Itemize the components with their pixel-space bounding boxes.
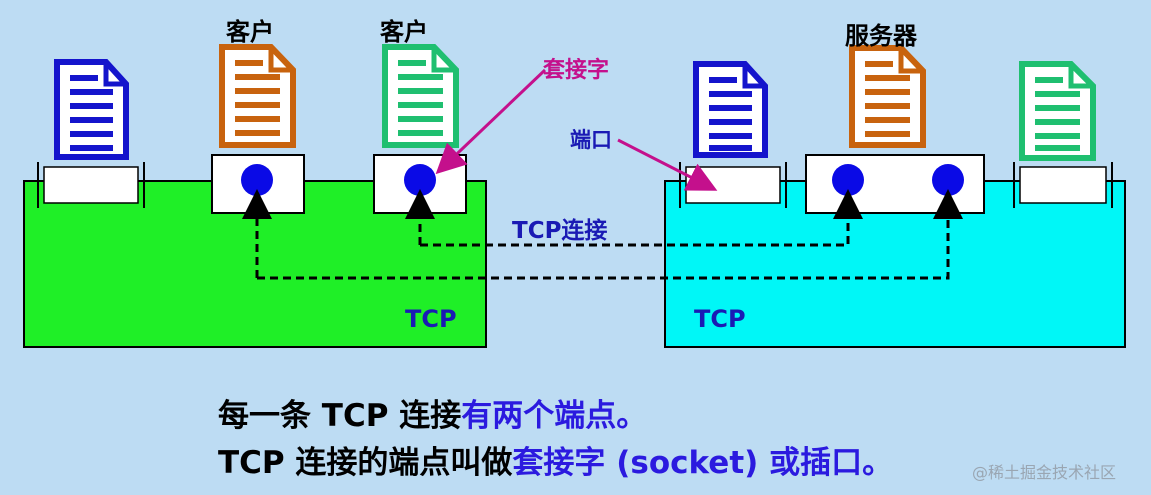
client-label-2: 客户 xyxy=(380,18,428,46)
server-label: 服务器 xyxy=(845,22,917,50)
tcp-label-right: TCP xyxy=(694,305,746,333)
left-port-1 xyxy=(37,162,145,208)
socket-dot-right-2 xyxy=(932,164,964,196)
port-pointer-arrow xyxy=(617,138,718,191)
document-icon xyxy=(1019,61,1096,161)
right-port-3 xyxy=(1013,162,1113,208)
socket-dot-right-1 xyxy=(832,164,864,196)
document-icon xyxy=(693,61,768,158)
socket-pointer-arrow xyxy=(435,68,547,175)
caption-line-1-plain: 每一条 TCP 连接 xyxy=(218,398,462,434)
caption-line-2-plain: TCP 连接的端点叫做 xyxy=(218,445,513,481)
socket-dot-left-1 xyxy=(241,164,273,196)
document-icon xyxy=(849,45,926,148)
caption-line-1-highlight: 有两个端点。 xyxy=(461,398,648,434)
caption-line-1: 每一条 TCP 连接有两个端点。 xyxy=(218,390,647,435)
tcp-connection-outer xyxy=(242,189,963,280)
tcp-connection-inner xyxy=(405,189,863,247)
port-label: 端口 xyxy=(570,128,612,152)
document-icon xyxy=(219,44,296,148)
client-label-1: 客户 xyxy=(226,18,274,46)
watermark: @稀土掘金技术社区 xyxy=(972,463,1117,482)
caption-line-2-highlight: 套接字 (socket) 或插口。 xyxy=(512,445,894,481)
caption-line-2: TCP 连接的端点叫做套接字 (socket) 或插口。 xyxy=(218,437,893,482)
socket-label: 套接字 xyxy=(543,58,610,83)
document-icon xyxy=(382,44,459,148)
socket-dot-left-2 xyxy=(404,164,436,196)
right-port-1 xyxy=(679,162,787,208)
tcp-connection-label: TCP连接 xyxy=(512,218,608,244)
tcp-label-left: TCP xyxy=(405,305,457,333)
document-icon xyxy=(54,59,129,160)
